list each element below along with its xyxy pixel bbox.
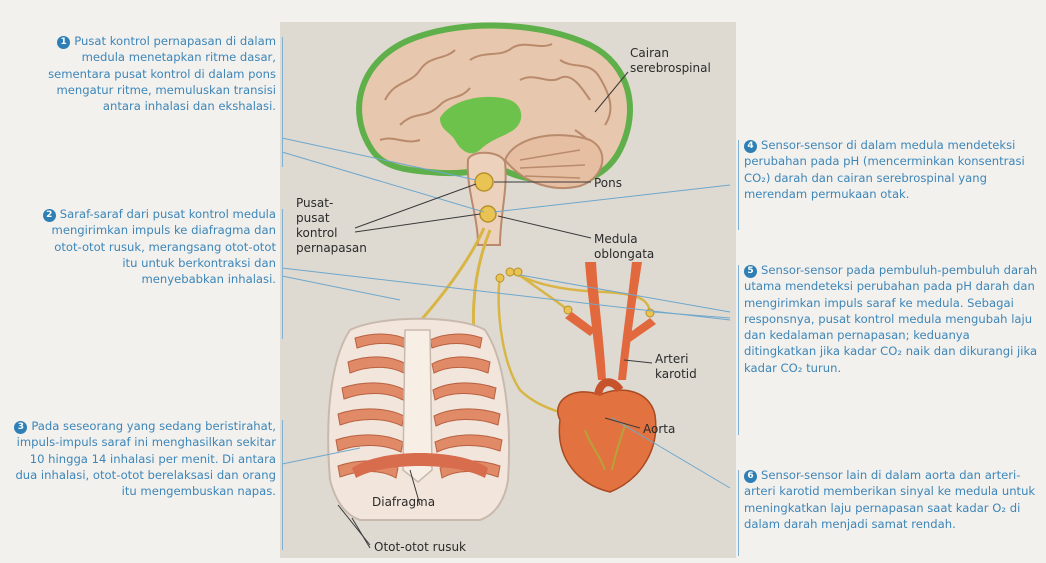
label-diafragma: Diafragma xyxy=(372,495,435,510)
badge-1: 1 xyxy=(57,36,70,49)
note-4-bar xyxy=(738,140,739,230)
label-cairan: Cairan serebrospinal xyxy=(630,46,725,76)
cerebellum xyxy=(505,135,602,188)
badge-6: 6 xyxy=(744,470,757,483)
badge-2: 2 xyxy=(43,209,56,222)
note-6-text: Sensor-sensor lain di dalam aorta dan ar… xyxy=(744,468,1035,531)
label-arteri: Arteri karotid xyxy=(655,352,710,382)
badge-3: 3 xyxy=(14,421,27,434)
medula-sensor xyxy=(480,206,496,222)
note-6-bar xyxy=(738,470,739,556)
label-medula: Medula oblongata xyxy=(594,232,664,262)
note-4-text: Sensor-sensor di dalam medula mendeteksi… xyxy=(744,138,1025,201)
note-5-bar xyxy=(738,265,739,435)
note-2-text: Saraf-saraf dari pusat kontrol medula me… xyxy=(52,207,276,286)
label-pusat: Pusat-pusat kontrol pernapasan xyxy=(296,196,366,256)
badge-5: 5 xyxy=(744,265,757,278)
rib-cage xyxy=(328,319,509,520)
note-3-bar xyxy=(282,420,283,550)
note-3-text: Pada seseorang yang sedang beristirahat,… xyxy=(15,419,276,498)
note-1-text: Pusat kontrol pernapasan di dalam medula… xyxy=(48,34,276,113)
badge-4: 4 xyxy=(744,140,757,153)
brainstem xyxy=(468,153,506,245)
note-5-text: Sensor-sensor pada pembuluh-pembuluh dar… xyxy=(744,263,1037,375)
label-aorta: Aorta xyxy=(643,422,675,437)
label-otot: Otot-otot rusuk xyxy=(374,540,466,555)
note-2-bar xyxy=(282,209,283,339)
pons-sensor xyxy=(475,173,493,191)
note-1-bar xyxy=(282,37,283,167)
label-pons: Pons xyxy=(594,176,622,191)
